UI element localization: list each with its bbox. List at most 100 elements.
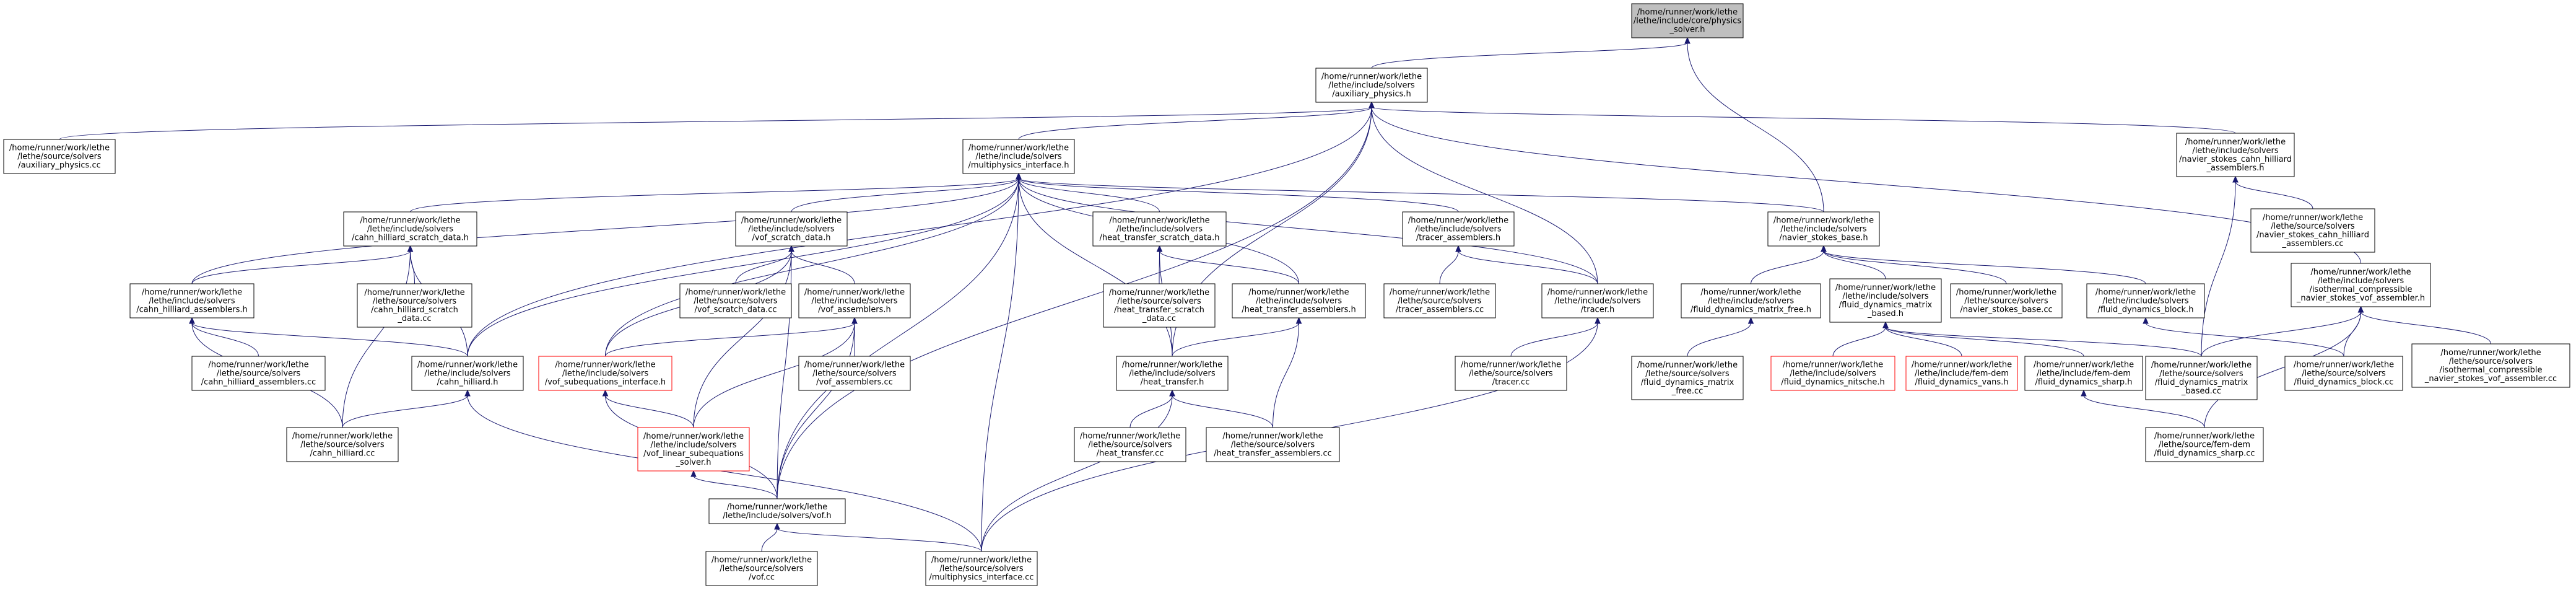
node-vof-cc[interactable]: /home/runner/work/lethe/lethe/source/sol… [705,551,818,586]
node-label-line: /lethe/source/solvers [2271,222,2355,231]
dependency-edge [467,107,1372,357]
node-label-line: /lethe/include/solvers [367,225,454,234]
node-label-line: /heat_transfer_scratch [1114,305,1204,315]
node-label-line: /home/runner/work/lethe [1390,288,1490,297]
arrow-head-icon [1368,101,1375,108]
node-vof-scratch-data-h[interactable]: /home/runner/work/lethe/lethe/include/so… [735,211,848,247]
node-heat-transfer-scratch-data-cc[interactable]: /home/runner/work/lethe/lethe/source/sol… [1103,283,1216,328]
node-label-line: /lethe/source/solvers [2159,369,2243,379]
node-heat-transfer-assemblers-cc[interactable]: /home/runner/work/lethe/lethe/source/sol… [1206,427,1340,462]
node-core-physics-solver[interactable]: /home/runner/work/lethe/lethe/include/co… [1631,3,1744,38]
node-box [962,139,1075,174]
arrow-head-icon [1595,317,1601,324]
node-multiphysics-interface-h[interactable]: /home/runner/work/lethe/lethe/include/so… [962,139,1075,174]
node-label-line: /home/runner/work/lethe [1408,216,1508,226]
node-label-line: /home/runner/work/lethe [804,288,905,297]
node-box [798,283,911,318]
arrow-head-icon [189,317,195,324]
node-box [925,551,1038,586]
node-label-line: /vof_linear_subequations [643,449,744,459]
node-label-line: /lethe/include/solvers/vof.h [723,511,831,521]
node-vof-assemblers-cc[interactable]: /home/runner/work/lethe/lethe/source/sol… [798,356,911,391]
dependency-edge [777,322,855,499]
dependency-edge [1823,250,1886,279]
node-heat-transfer-cc[interactable]: /home/runner/work/lethe/lethe/source/sol… [1074,427,1186,462]
node-fluid-dynamics-matrix-free-cc[interactable]: /home/runner/work/lethe/lethe/source/sol… [1631,356,1744,400]
node-label-line: /cahn_hilliard_assemblers.cc [201,378,316,387]
node-fluid-dynamics-vans-h[interactable]: /home/runner/work/lethe/lethe/include/fe… [1905,356,2018,391]
node-vof-h[interactable]: /home/runner/work/lethe/lethe/include/so… [708,498,846,524]
node-label-line: /lethe/include/core/physics [1634,17,1741,26]
node-fluid-dynamics-block-h[interactable]: /home/runner/work/lethe/lethe/include/so… [2086,283,2205,318]
node-fluid-dynamics-block-cc[interactable]: /home/runner/work/lethe/lethe/source/sol… [2284,356,2403,391]
node-cahn-hilliard-scratch-data-h[interactable]: /home/runner/work/lethe/lethe/include/so… [343,211,477,247]
node-vof-scratch-data-cc[interactable]: /home/runner/work/lethe/lethe/source/sol… [679,283,792,318]
node-ns-cahn-hilliard-assemblers-cc[interactable]: /home/runner/work/lethe/lethe/source/sol… [2250,208,2375,253]
node-fluid-dynamics-sharp-cc[interactable]: /home/runner/work/lethe/lethe/source/fem… [2145,427,2264,462]
node-label-line: /lethe/include/solvers [2102,297,2189,306]
node-label-line: /lethe/source/solvers [720,564,804,574]
node-vof-linear-subequations-solver-h[interactable]: /home/runner/work/lethe/lethe/include/so… [637,427,750,472]
node-box [2411,343,2570,388]
node-box [735,211,848,247]
dependency-edge [1458,250,1598,284]
node-vof-subequations-interface-h[interactable]: /home/runner/work/lethe/lethe/include/so… [538,356,672,391]
node-tracer-h[interactable]: /home/runner/work/lethe/lethe/include/so… [1541,283,1654,318]
arrow-head-icon [1821,245,1827,252]
node-cahn-hilliard-assemblers-cc[interactable]: /home/runner/work/lethe/lethe/source/sol… [191,356,326,391]
node-navier-stokes-base-cc[interactable]: /home/runner/work/lethe/lethe/source/sol… [1950,283,2063,318]
node-label-line: /lethe/source/solvers [1964,297,2048,306]
node-navier-stokes-base-h[interactable]: /home/runner/work/lethe/lethe/include/so… [1767,211,1880,247]
node-label-line: _data.cc [397,314,431,323]
node-cahn-hilliard-scratch-data-cc[interactable]: /home/runner/work/lethe/lethe/source/sol… [357,283,472,328]
node-heat-transfer-h[interactable]: /home/runner/work/lethe/lethe/include/so… [1116,356,1229,391]
node-fluid-dynamics-matrix-based-h[interactable]: /home/runner/work/lethe/lethe/include/so… [1829,278,1942,323]
node-label-line: /home/runner/work/lethe [364,288,464,297]
node-fluid-dynamics-matrix-free-h[interactable]: /home/runner/work/lethe/lethe/include/so… [1681,283,1821,318]
node-vof-assemblers-h[interactable]: /home/runner/work/lethe/lethe/include/so… [798,283,911,318]
node-label-line: /auxiliary_physics.h [1332,90,1411,99]
node-cahn-hilliard-h[interactable]: /home/runner/work/lethe/lethe/include/so… [411,356,524,391]
dependency-edge [467,178,1019,357]
node-box [1770,356,1895,391]
arrow-head-icon [407,245,414,252]
node-ns-cahn-hilliard-assemblers-h[interactable]: /home/runner/work/lethe/lethe/include/so… [2176,133,2295,177]
node-auxiliary-physics-h[interactable]: /home/runner/work/lethe/lethe/include/so… [1315,68,1428,103]
node-label-line: _navier_stokes_vof_assembler.h [2296,294,2425,303]
node-cahn-hilliard-cc[interactable]: /home/runner/work/lethe/lethe/source/sol… [286,427,399,462]
dependency-edge [605,395,694,428]
node-box [1767,211,1880,247]
node-fluid-dynamics-nitsche-h[interactable]: /home/runner/work/lethe/lethe/include/so… [1770,356,1895,391]
dependency-edge [2235,181,2313,209]
node-heat-transfer-scratch-data-h[interactable]: /home/runner/work/lethe/lethe/include/so… [1092,211,1227,247]
arrow-head-icon [1684,37,1690,44]
node-tracer-cc[interactable]: /home/runner/work/lethe/lethe/source/sol… [1455,356,1567,391]
node-box [538,356,672,391]
node-label-line: /home/runner/work/lethe [360,216,460,226]
node-label-line: /lethe/include/solvers [1116,225,1203,234]
node-cahn-hilliard-assemblers-h[interactable]: /home/runner/work/lethe/lethe/include/so… [129,283,255,318]
node-auxiliary-physics-cc[interactable]: /home/runner/work/lethe/lethe/source/sol… [3,139,116,174]
node-isothermal-ns-vof-assembler-h[interactable]: /home/runner/work/lethe/lethe/include/so… [2291,263,2431,307]
node-label-line: /lethe/include/solvers [1415,225,1502,234]
node-label-line: /cahn_hilliard.cc [310,449,375,459]
dependency-edge [693,322,855,428]
node-label-line: /home/runner/work/lethe [1773,216,1874,226]
node-label-line: /lethe/source/solvers [2449,357,2533,366]
node-multiphysics-interface-cc[interactable]: /home/runner/work/lethe/lethe/source/sol… [925,551,1038,586]
dependency-edge [777,107,1372,499]
node-label-line: /lethe/source/solvers [300,441,385,450]
node-label-line: /fluid_dynamics_matrix [1641,378,1734,387]
node-heat-transfer-assemblers-h[interactable]: /home/runner/work/lethe/lethe/include/so… [1232,283,1366,318]
node-tracer-assemblers-h[interactable]: /home/runner/work/lethe/lethe/include/so… [1402,211,1515,247]
node-label-line: /vof_scratch_data.h [752,234,831,243]
node-label-line: /lethe/include/fem-dem [2037,369,2131,379]
node-isothermal-ns-vof-assembler-cc[interactable]: /home/runner/work/lethe/lethe/source/sol… [2411,343,2570,388]
node-fluid-dynamics-matrix-based-cc[interactable]: /home/runner/work/lethe/lethe/source/sol… [2145,356,2258,400]
node-tracer-assemblers-cc[interactable]: /home/runner/work/lethe/lethe/source/sol… [1383,283,1496,318]
node-fluid-dynamics-sharp-h[interactable]: /home/runner/work/lethe/lethe/include/fe… [2024,356,2143,391]
node-box [286,427,399,462]
node-label-line: /lethe/include/solvers [1780,225,1867,234]
node-label-line: /lethe/source/solvers [1088,441,1172,450]
node-label-line: /lethe/include/solvers [562,369,649,379]
